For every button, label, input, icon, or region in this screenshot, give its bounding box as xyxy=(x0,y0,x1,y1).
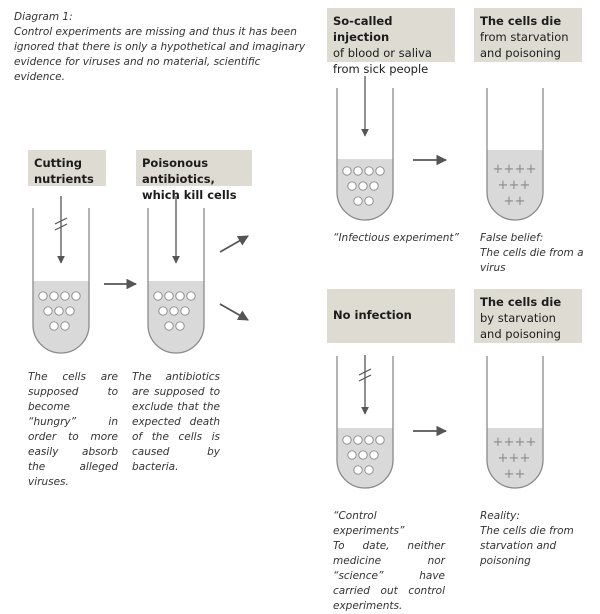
dead-cells-crosses: ++++ +++ ++ xyxy=(493,435,537,482)
box-cutting-line1: Cutting xyxy=(34,156,82,170)
svg-text:+: + xyxy=(515,162,526,177)
box-cells-die-bottom: The cells die by starvation and poisonin… xyxy=(474,289,582,343)
box-injection-line1: So-called injection xyxy=(333,14,393,44)
box-die-top-line1: The cells die xyxy=(480,14,562,28)
box-cutting-line2: nutrients xyxy=(34,172,94,186)
test-tube-infectious xyxy=(336,88,394,221)
svg-text:+: + xyxy=(493,435,504,450)
svg-text:+: + xyxy=(504,467,515,482)
svg-text:+: + xyxy=(509,178,520,193)
box-die-top-line3: and poisoning xyxy=(480,46,561,60)
cells-circles xyxy=(342,166,385,206)
svg-text:+: + xyxy=(504,194,515,209)
svg-text:+: + xyxy=(504,435,515,450)
box-antibiotics-line1: Poisonous antibiotics, xyxy=(142,156,215,186)
box-die-bottom-line2: by starvation xyxy=(480,311,556,325)
intro-title: Diagram 1: xyxy=(14,11,73,23)
arrow-strike-4 xyxy=(358,374,372,382)
diagram-drawing: ++++ +++ ++ ++++ +++ ++ xyxy=(32,76,544,489)
svg-text:+: + xyxy=(498,451,509,466)
box-injection-line2: of blood or saliva xyxy=(333,46,432,60)
box-die-bottom-line3: and poisoning xyxy=(480,327,561,341)
arrow-strike-3 xyxy=(358,368,372,376)
intro-body: Control experiments are missing and thus… xyxy=(14,26,306,83)
caption-reality: Reality: The cells die from starvation a… xyxy=(480,509,590,569)
intro-text: Diagram 1: Control experiments are missi… xyxy=(14,10,314,85)
cells-circles xyxy=(342,435,385,475)
caption-reality-title: Reality: xyxy=(480,510,520,522)
caption-control-title: “Control experiments” xyxy=(333,510,405,537)
arrow-diagonal-down xyxy=(219,303,249,321)
box-no-infection: No infection xyxy=(327,289,455,343)
test-tube-antibiotics xyxy=(147,208,205,354)
caption-false-belief-title: False belief: xyxy=(480,232,544,244)
test-tube-dead-top: ++++ +++ ++ xyxy=(486,88,544,221)
box-antibiotics-line2: which kill cells xyxy=(142,188,237,202)
svg-text:+: + xyxy=(520,178,531,193)
svg-text:+: + xyxy=(515,194,526,209)
test-tube-dead-bottom: ++++ +++ ++ xyxy=(486,356,544,489)
dead-cells-crosses: ++++ +++ ++ xyxy=(493,162,537,209)
svg-text:+: + xyxy=(526,162,537,177)
caption-false-belief-text: The cells die from a virus xyxy=(480,247,584,274)
cells-circles xyxy=(153,291,196,331)
svg-text:+: + xyxy=(515,435,526,450)
caption-infectious: “Infectious experiment” xyxy=(333,232,459,244)
box-poisonous-antibiotics: Poisonous antibiotics, which kill cells xyxy=(136,150,252,202)
test-tube-control xyxy=(336,356,394,489)
box-no-infection-line1: No infection xyxy=(333,308,412,322)
caption-cutting: The cells are supposed to become “hungry… xyxy=(28,371,118,488)
caption-control-text: To date, neither medicine nor “science” … xyxy=(333,540,445,612)
caption-reality-text: The cells die from starvation and poison… xyxy=(480,525,574,567)
box-cutting-nutrients: Cutting nutrients xyxy=(28,150,106,186)
svg-text:+: + xyxy=(493,162,504,177)
svg-text:+: + xyxy=(498,178,509,193)
svg-text:+: + xyxy=(526,435,537,450)
box-die-bottom-line1: The cells die xyxy=(480,295,562,309)
arrow-strike-1 xyxy=(54,217,68,225)
svg-text:+: + xyxy=(504,162,515,177)
box-die-top-line2: from starvation xyxy=(480,30,569,44)
cells-circles xyxy=(38,291,81,331)
box-injection-line3: from sick people xyxy=(333,62,429,76)
arrow-diagonal-up xyxy=(219,235,249,253)
box-injection: So-called injection of blood or saliva f… xyxy=(327,8,455,76)
svg-text:+: + xyxy=(515,467,526,482)
svg-text:+: + xyxy=(520,451,531,466)
arrow-strike-2 xyxy=(54,223,68,231)
svg-text:+: + xyxy=(509,451,520,466)
caption-antibiotics: The antibiotics are supposed to exclude … xyxy=(132,371,220,473)
caption-false-belief: False belief: The cells die from a virus xyxy=(480,231,598,276)
box-cells-die-top: The cells die from starvation and poison… xyxy=(474,8,582,62)
caption-control: “Control experiments” To date, neither m… xyxy=(333,509,445,614)
test-tube-cutting xyxy=(32,208,90,354)
